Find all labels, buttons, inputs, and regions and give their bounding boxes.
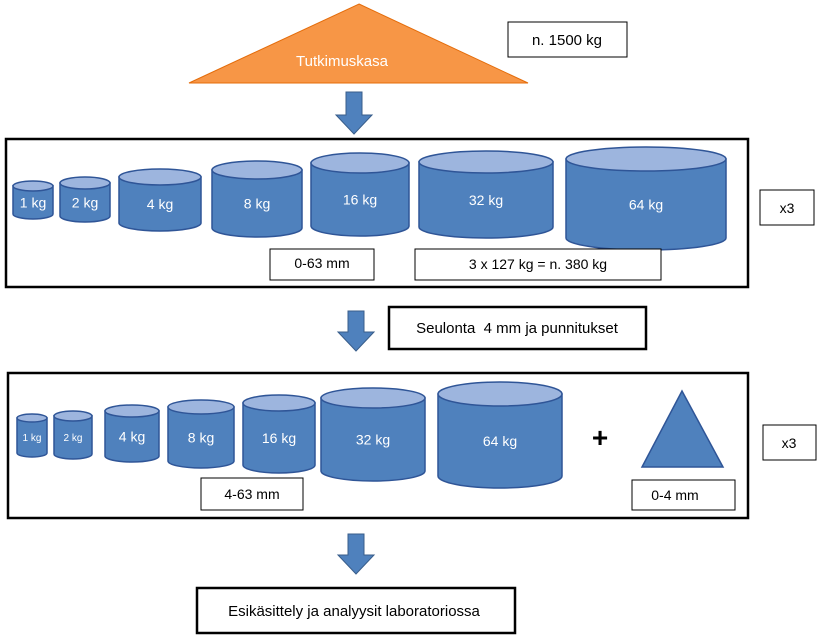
container-cylinder: 16 kg xyxy=(242,394,316,474)
container-top xyxy=(104,404,160,418)
fine-fraction: 0-4 mm xyxy=(651,487,698,503)
container-top xyxy=(418,150,554,174)
stage1-fraction-box xyxy=(269,248,375,281)
stage2-fraction: 4-63 mm xyxy=(224,486,279,502)
container-cylinder: 64 kg xyxy=(565,146,727,251)
sieving-box xyxy=(387,305,648,351)
plus-sign: + xyxy=(592,422,608,453)
container-body xyxy=(242,402,316,474)
container-cylinder: 2 kg xyxy=(53,410,93,460)
container-top xyxy=(53,410,93,422)
sieving-label: Seulonta 4 mm ja punnitukset xyxy=(416,320,619,337)
container-label: 16 kg xyxy=(343,191,377,207)
container-body xyxy=(16,417,48,458)
stage1-total-box xyxy=(414,248,662,281)
container-body xyxy=(211,169,303,238)
container-cylinder: 1 kg xyxy=(16,413,48,458)
stage1-multiplier: x3 xyxy=(780,200,795,216)
container-top xyxy=(16,413,48,423)
container-body xyxy=(437,393,563,489)
container-cylinder: 64 kg xyxy=(437,381,563,489)
container-cylinder: 8 kg xyxy=(167,399,235,469)
container-cylinder: 32 kg xyxy=(320,387,426,482)
final-box xyxy=(195,586,517,635)
container-body xyxy=(310,162,410,237)
container-cylinder: 16 kg xyxy=(310,152,410,237)
container-label: 2 kg xyxy=(64,433,83,444)
container-top xyxy=(242,394,316,412)
stage1-multiplier-box xyxy=(759,189,815,226)
pile-label: Tutkimuskasa xyxy=(296,53,389,70)
container-body xyxy=(104,410,160,463)
container-label: 4 kg xyxy=(119,428,145,444)
down-arrow-2 xyxy=(336,310,376,352)
container-body xyxy=(320,397,426,482)
container-label: 2 kg xyxy=(72,194,98,210)
container-top xyxy=(437,381,563,407)
container-body xyxy=(418,161,554,239)
container-top xyxy=(59,176,111,190)
stage2-multiplier: x3 xyxy=(782,435,797,451)
container-top xyxy=(310,152,410,174)
container-label: 16 kg xyxy=(262,430,296,446)
container-body xyxy=(12,185,54,220)
pile-amount-box xyxy=(507,21,628,58)
container-label: 1 kg xyxy=(23,433,42,444)
container-label: 4 kg xyxy=(147,196,173,212)
container-top xyxy=(565,146,727,172)
container-label: 8 kg xyxy=(244,195,270,211)
stage1-containers: 1 kg 2 kg 4 kg 8 kg 16 kg 32 kg 64 kg xyxy=(12,146,727,251)
down-arrow-1 xyxy=(334,91,374,135)
container-cylinder: 8 kg xyxy=(211,160,303,238)
fine-fraction-box xyxy=(631,479,736,511)
container-body xyxy=(59,182,111,223)
fine-fraction-triangle xyxy=(640,389,725,468)
pile-amount: n. 1500 kg xyxy=(532,32,602,49)
container-top xyxy=(320,387,426,409)
stage2-multiplier-box xyxy=(762,424,817,461)
container-body xyxy=(53,415,93,460)
stage1-fraction: 0-63 mm xyxy=(294,255,349,271)
final-label: Esikäsittely ja analyysit laboratoriossa xyxy=(228,603,480,620)
container-cylinder: 4 kg xyxy=(104,404,160,463)
stage2-fraction-box xyxy=(200,477,304,511)
container-label: 64 kg xyxy=(483,433,517,449)
container-label: 32 kg xyxy=(469,192,503,208)
container-label: 8 kg xyxy=(188,429,214,445)
down-arrow-3 xyxy=(336,533,376,575)
container-cylinder: 2 kg xyxy=(59,176,111,223)
container-top xyxy=(118,168,202,186)
container-top xyxy=(211,160,303,180)
container-body xyxy=(118,176,202,232)
container-cylinder: 1 kg xyxy=(12,180,54,220)
container-label: 1 kg xyxy=(20,194,46,210)
stage1-total: 3 x 127 kg = n. 380 kg xyxy=(469,256,607,272)
pile-triangle xyxy=(188,3,529,84)
container-top xyxy=(12,180,54,192)
container-label: 64 kg xyxy=(629,196,663,212)
stage2-containers: 1 kg 2 kg 4 kg 8 kg 16 kg 32 kg 64 kg xyxy=(16,381,563,489)
container-cylinder: 32 kg xyxy=(418,150,554,239)
container-top xyxy=(167,399,235,415)
container-body xyxy=(167,406,235,469)
container-cylinder: 4 kg xyxy=(118,168,202,232)
container-label: 32 kg xyxy=(356,431,390,447)
